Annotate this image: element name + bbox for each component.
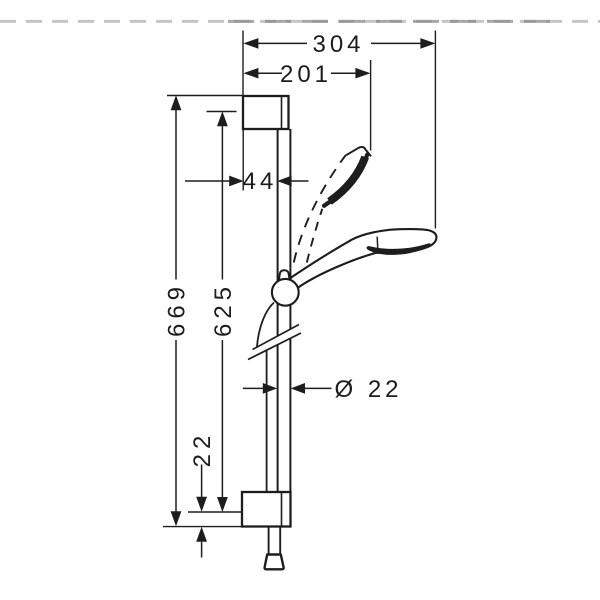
break-marks: [247, 323, 302, 361]
extension-lines: [163, 30, 437, 528]
dashed-head-spray-band-taper: [321, 152, 370, 208]
head-face-tick: [376, 236, 379, 250]
dim-offset-bottom-22: 22: [189, 431, 216, 558]
shower-rail-set: [240, 94, 438, 571]
dim-width-304: 304: [243, 31, 436, 58]
arrowhead-down: [196, 496, 207, 512]
spray-face-band: [366, 243, 431, 255]
hand-shower-dashed-position: [292, 146, 372, 263]
arrowhead-up: [196, 526, 207, 542]
hose-end-fitting: [263, 526, 285, 571]
dim-label-44: 44: [243, 168, 278, 195]
dim-offset-44: 44: [185, 168, 309, 195]
arrowhead-left: [229, 175, 244, 187]
shower-hose: [256, 301, 275, 492]
dashed-head-spray-band: [327, 155, 369, 205]
hand-shower-outline: [287, 228, 438, 292]
arrowhead-right: [420, 38, 436, 49]
dim-label-201: 201: [280, 61, 332, 88]
dim-width-201: 201: [243, 61, 371, 88]
dim-label-diameter-22: Ø 22: [335, 376, 403, 403]
dim-label-669: 669: [164, 282, 191, 337]
dashed-outline-outer: [292, 154, 347, 263]
dim-label-625: 625: [210, 282, 237, 337]
arrowhead-bottom: [170, 511, 182, 527]
dim-height-669: 669: [164, 95, 191, 527]
top-bracket: [241, 94, 290, 131]
arrowhead-left: [243, 38, 259, 49]
hand-shower-solid: [287, 228, 438, 292]
slider-holder: [270, 269, 300, 307]
bottom-bracket: [240, 490, 292, 528]
holder-body: [270, 277, 300, 307]
dim-label-304: 304: [312, 31, 364, 58]
dim-height-625: 625: [210, 111, 237, 512]
arrowhead-right: [277, 175, 292, 187]
arrowhead-top: [170, 95, 182, 111]
dashed-head-tip: [345, 146, 372, 157]
conical-end-cap: [263, 553, 285, 571]
dashed-outline-inner: [305, 208, 324, 263]
dim-label-22: 22: [189, 431, 216, 468]
arrowhead-right: [290, 383, 305, 394]
arrowhead-left: [262, 383, 278, 394]
dim-bar-diameter-22: Ø 22: [242, 376, 403, 403]
arrowhead-bottom: [217, 497, 228, 512]
arrowhead-left: [243, 67, 259, 79]
arrowhead-right: [355, 67, 371, 79]
arrowhead-top: [217, 111, 228, 127]
